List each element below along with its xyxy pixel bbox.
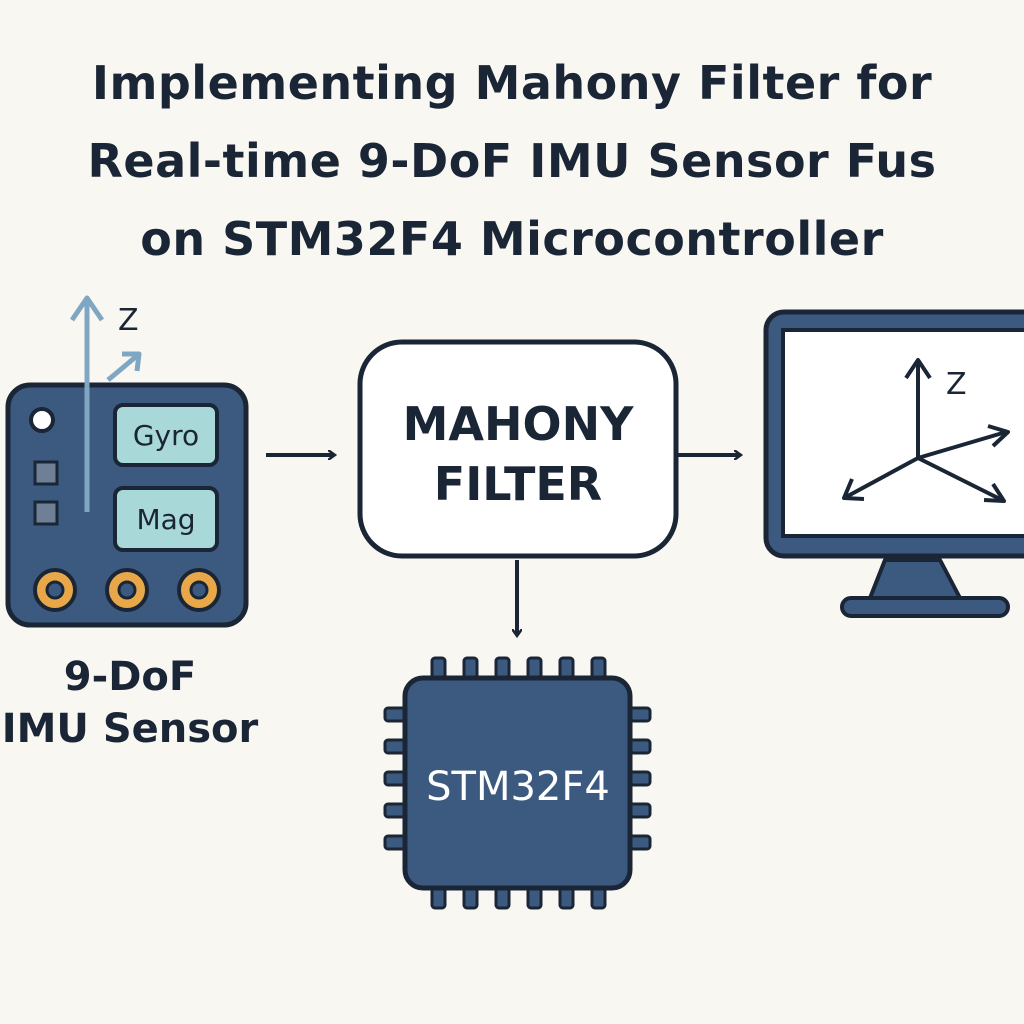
sensor-axis-label: Z: [118, 303, 139, 338]
connector-pad-icon: [105, 568, 149, 612]
gyro-chip: Gyro: [113, 403, 219, 467]
mcu-chip-icon: STM32F4: [383, 656, 652, 910]
mcu-label: STM32F4: [426, 764, 610, 810]
mag-chip-label: Mag: [136, 503, 195, 536]
monitor-axis-label: Z: [946, 367, 967, 402]
sensor-axis-icon: [69, 295, 142, 512]
monitor-icon: Z: [763, 309, 1024, 618]
orientation-axes-icon: [842, 358, 1010, 503]
smd-component-icon: [33, 460, 59, 486]
smd-component-icon: [33, 500, 59, 526]
mag-chip: Mag: [113, 486, 219, 552]
mahony-filter-box: MAHONY FILTER: [357, 339, 679, 559]
title-line-3: on STM32F4 Microcontroller: [140, 212, 884, 266]
imu-sensor-board: Gyro Mag Z: [5, 295, 249, 628]
mount-hole-icon: [29, 407, 55, 433]
connector-pad-icon: [177, 568, 221, 612]
filter-label-line-2: FILTER: [434, 457, 602, 511]
sensor-caption-line-1: 9-DoF: [64, 654, 196, 700]
gyro-chip-label: Gyro: [133, 419, 199, 452]
title-line-1: Implementing Mahony Filter for: [91, 56, 933, 110]
title-line-2: Real-time 9-DoF IMU Sensor Fus: [87, 134, 937, 188]
page-title: Implementing Mahony Filter for Real-time…: [0, 44, 1024, 278]
connector-pad-icon: [33, 568, 77, 612]
filter-label-line-1: MAHONY: [403, 397, 634, 451]
sensor-caption-line-2: IMU Sensor: [2, 706, 259, 752]
